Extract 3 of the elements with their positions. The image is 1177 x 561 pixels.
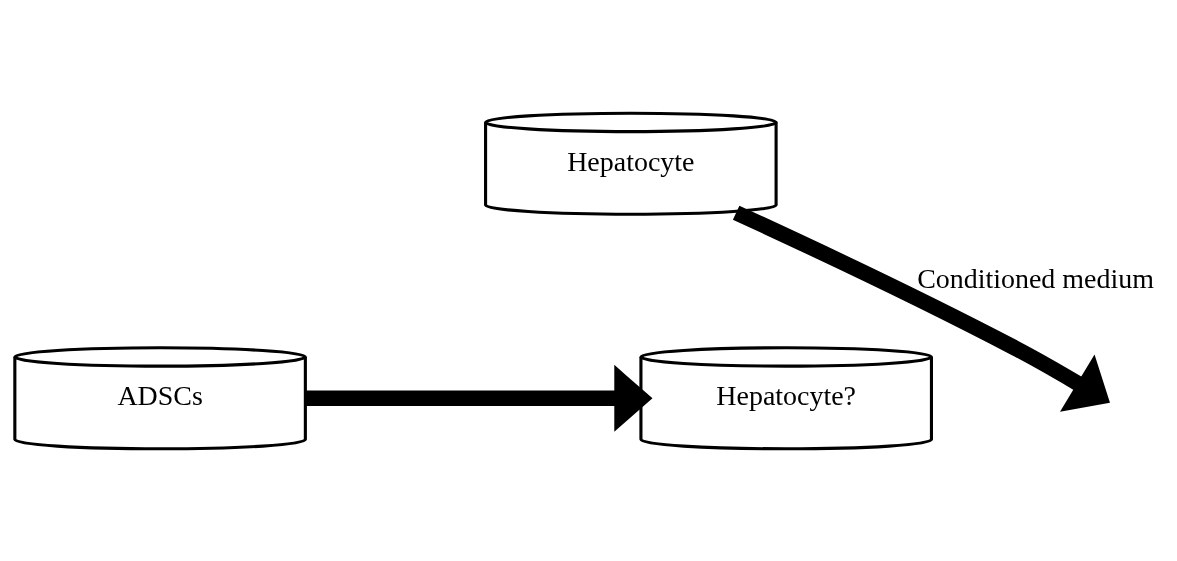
arrow <box>732 205 1110 412</box>
edge-label: Conditioned medium <box>917 262 1154 294</box>
arrow <box>305 364 653 432</box>
